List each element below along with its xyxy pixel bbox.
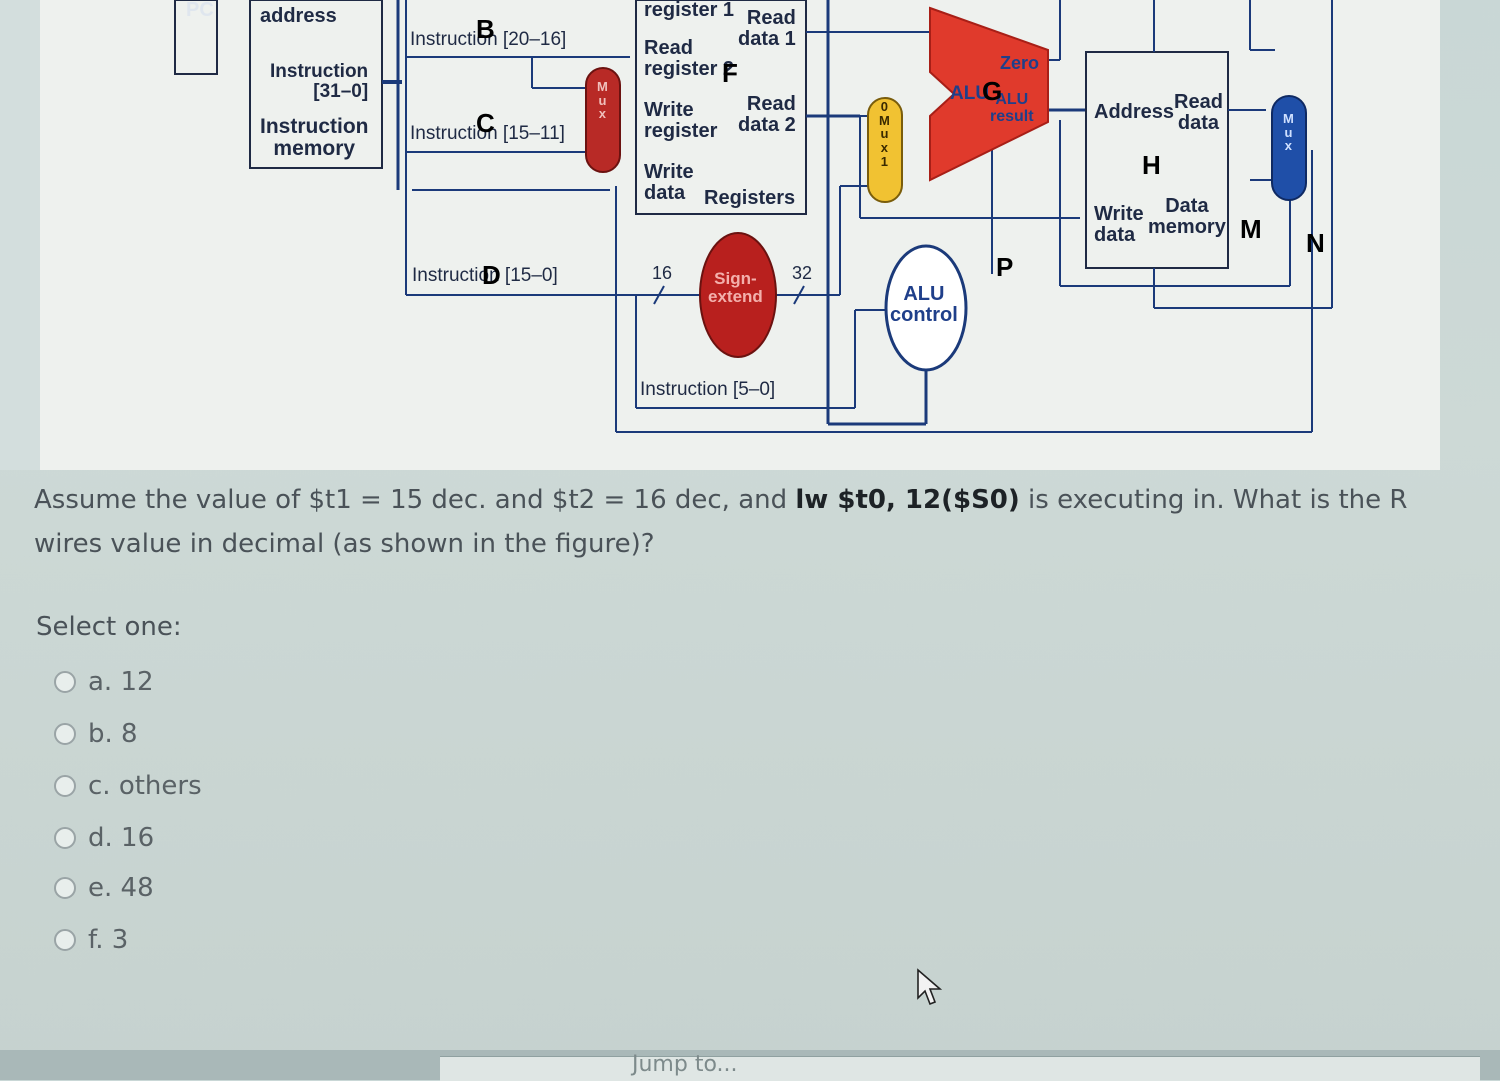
letter-h: H bbox=[1142, 150, 1161, 180]
read-data-mem-label: Read data bbox=[1174, 91, 1223, 134]
letter-n: N bbox=[1306, 228, 1325, 258]
letter-c: C bbox=[476, 108, 495, 138]
mux-alusrc-label: 0 M u x 1 bbox=[879, 99, 890, 169]
option-a-label: a. 12 bbox=[88, 667, 154, 697]
letter-f: F bbox=[722, 58, 738, 88]
mux-memtoreg bbox=[1271, 95, 1307, 201]
zero-label: Zero bbox=[1000, 53, 1040, 73]
sign-extend-ellipse bbox=[699, 232, 777, 358]
radio-icon[interactable] bbox=[54, 775, 76, 797]
bits-32-label: 32 bbox=[792, 263, 813, 283]
instruction-20-16-label: Instruction [20–16] bbox=[410, 29, 567, 50]
bottom-navigation-bar bbox=[0, 1050, 1500, 1081]
jump-to-select[interactable] bbox=[440, 1056, 1480, 1081]
datapath-figure: PC address Instruction [31–0] Instructio… bbox=[40, 0, 1440, 470]
instruction-15-11-label: Instruction [15–11] bbox=[410, 123, 565, 144]
radio-icon[interactable] bbox=[54, 929, 76, 951]
option-a[interactable]: a. 12 bbox=[54, 662, 154, 702]
datapath-wires bbox=[174, 0, 1333, 433]
read-data-2-label: Read data 2 bbox=[738, 93, 796, 136]
option-e[interactable]: e. 48 bbox=[54, 868, 154, 908]
radio-icon[interactable] bbox=[54, 671, 76, 693]
pc-box bbox=[174, 0, 218, 75]
pc-label: PC bbox=[186, 0, 214, 21]
mouse-pointer-icon bbox=[917, 968, 943, 1006]
letter-d: D bbox=[482, 260, 501, 290]
write-data-label: Write data bbox=[644, 161, 694, 204]
bits-16-label: 16 bbox=[652, 263, 673, 283]
registers-box bbox=[635, 0, 807, 215]
jump-to-label[interactable]: Jump to... bbox=[632, 1052, 738, 1077]
data-memory-label: Data memory bbox=[1148, 195, 1226, 238]
read-data-1-label: Read data 1 bbox=[738, 7, 796, 50]
alu-control-label: ALU control bbox=[890, 283, 958, 326]
option-c-label: c. others bbox=[88, 771, 202, 801]
sign-extend-label: Sign- extend bbox=[708, 269, 763, 306]
radio-icon[interactable] bbox=[54, 723, 76, 745]
select-one-label: Select one: bbox=[36, 612, 182, 642]
radio-icon[interactable] bbox=[54, 877, 76, 899]
question-instruction: lw $t0, 12($S0) bbox=[795, 485, 1020, 515]
option-f[interactable]: f. 3 bbox=[54, 920, 128, 960]
left-margin bbox=[0, 0, 40, 470]
mux-alusrc bbox=[867, 97, 903, 203]
question-part-2: is executing in. What is the R wires val… bbox=[34, 485, 1408, 559]
write-data-mem-label: Write data bbox=[1094, 203, 1144, 246]
alu-label: ALU bbox=[950, 83, 990, 104]
alu-shape bbox=[929, 6, 1049, 182]
instruction-memory-label: Instruction memory bbox=[260, 115, 369, 161]
letter-p: P bbox=[996, 252, 1014, 282]
option-f-label: f. 3 bbox=[88, 925, 129, 955]
option-e-label: e. 48 bbox=[88, 873, 154, 903]
option-b[interactable]: b. 8 bbox=[54, 714, 138, 754]
alu-control-ellipse bbox=[884, 244, 968, 372]
question-part-1: Assume the value of $t1 = 15 dec. and $t… bbox=[34, 485, 796, 515]
address-label: Address bbox=[1094, 101, 1175, 123]
mux-memtoreg-label: M u x bbox=[1283, 111, 1294, 154]
registers-label: Registers bbox=[704, 187, 796, 209]
alu-result-label: ALU result bbox=[990, 91, 1034, 125]
data-memory-box bbox=[1085, 51, 1229, 269]
letter-g: G bbox=[982, 76, 1003, 106]
instruction-5-0-label: Instruction [5–0] bbox=[640, 379, 776, 400]
option-d-label: d. 16 bbox=[88, 823, 155, 853]
write-register-label: Write register bbox=[644, 99, 718, 142]
read-address-label: address bbox=[260, 5, 337, 27]
instruction-31-0-label: Instruction [31–0] bbox=[270, 61, 369, 102]
option-b-label: b. 8 bbox=[88, 719, 138, 749]
instruction-15-0-label: Instruction [15–0] bbox=[412, 265, 558, 286]
radio-icon[interactable] bbox=[54, 827, 76, 849]
mux-regdst-label: M u x bbox=[597, 79, 608, 122]
option-d[interactable]: d. 16 bbox=[54, 818, 154, 858]
letter-b: B bbox=[476, 14, 495, 44]
mux-regdst bbox=[585, 67, 621, 173]
letter-m: M bbox=[1240, 214, 1262, 244]
read-register-2-label: Read register 2 bbox=[644, 37, 735, 80]
read-register-1-label: register 1 bbox=[644, 0, 735, 21]
question-text: Assume the value of $t1 = 15 dec. and $t… bbox=[34, 478, 1454, 566]
option-c[interactable]: c. others bbox=[54, 766, 202, 806]
